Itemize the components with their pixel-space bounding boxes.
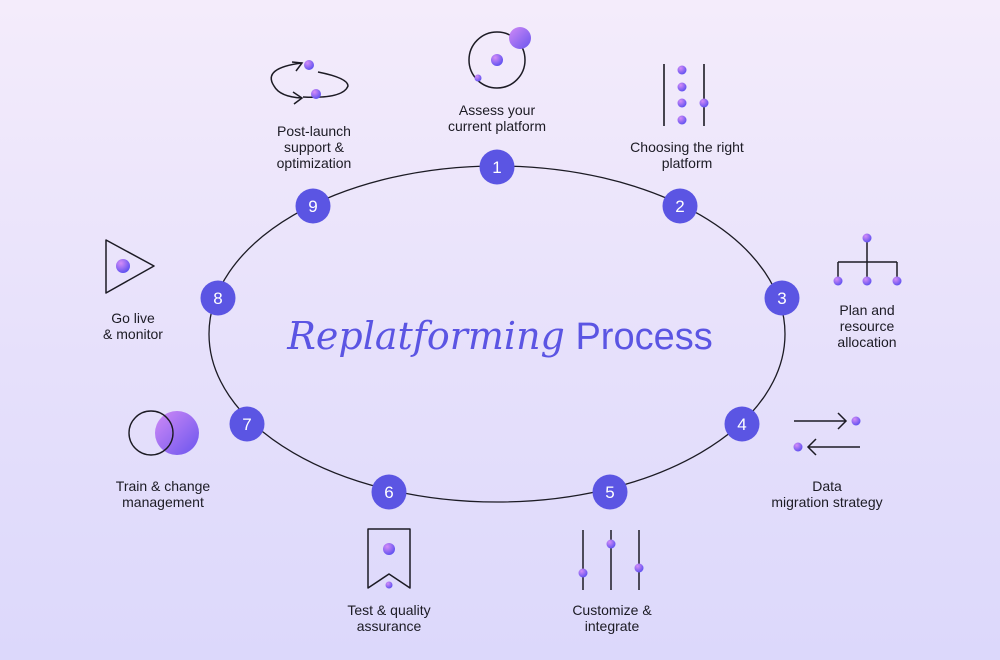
step-label-9: Post-launch support & optimization (276, 123, 352, 171)
hierarchy-icon (833, 233, 902, 286)
step-node-9: 9 (295, 188, 331, 224)
step-label-4: Data migration strategy (771, 478, 883, 510)
step-node-8: 8 (200, 280, 236, 316)
cycle-arrows-icon (270, 60, 349, 105)
overlap-circles-icon (128, 410, 199, 456)
bookmark-icon (367, 528, 411, 589)
diagram-title: Replatforming Process (0, 312, 1000, 361)
sliders-icon (578, 530, 644, 590)
step-label-7: Train & change management (115, 478, 211, 510)
step-number: 5 (605, 483, 614, 502)
transfer-arrows-icon (793, 412, 861, 456)
step-label-1: Assess your current platform (447, 102, 547, 134)
step-number: 6 (384, 483, 393, 502)
step-node-6: 6 (371, 474, 407, 510)
step-number: 1 (492, 158, 501, 177)
step-node-2: 2 (662, 188, 698, 224)
title-italic: Replatforming (287, 314, 565, 358)
step-node-7: 7 (229, 406, 265, 442)
step-number: 2 (675, 197, 684, 216)
step-number: 4 (737, 415, 746, 434)
step-label-6: Test & quality assurance (347, 602, 431, 634)
step-label-2: Choosing the right platform (630, 139, 744, 171)
step-node-5: 5 (592, 474, 628, 510)
step-node-4: 4 (724, 406, 760, 442)
play-icon (105, 239, 155, 294)
step-label-5: Customize & integrate (572, 602, 652, 634)
step-number: 9 (308, 197, 317, 216)
step-node-1: 1 (479, 149, 515, 185)
step-number: 3 (777, 289, 786, 308)
options-icon (663, 64, 709, 126)
title-plain: Process (575, 316, 713, 358)
orbit-icon (468, 27, 531, 89)
step-number: 7 (242, 415, 251, 434)
step-node-3: 3 (764, 280, 800, 316)
step-number: 8 (213, 289, 222, 308)
step-label-8: Go live & monitor (103, 310, 163, 342)
step-label-3: Plan and resource allocation (837, 302, 897, 350)
